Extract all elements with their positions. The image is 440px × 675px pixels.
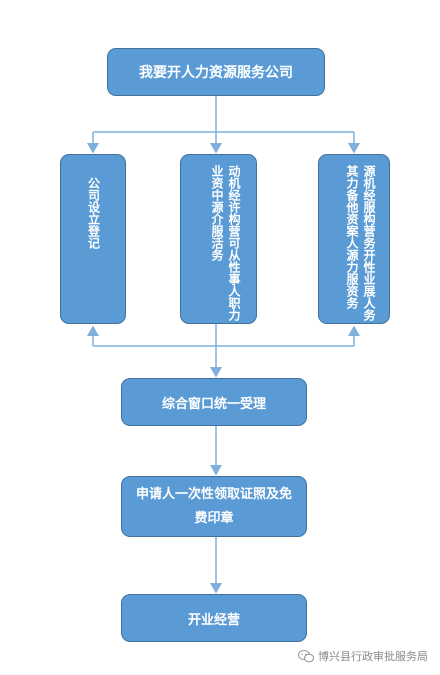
step-start-business-label: 开业经营	[187, 612, 240, 628]
step-filing-other-hr-services-label: 源机经服构营务开性业展人务其力备他资案人源力服资务	[345, 165, 376, 321]
step-company-registration-label: 公司设立登记	[86, 177, 101, 249]
step-open-hr-company-label: 我要开人力资源服务公司	[139, 65, 293, 81]
step-open-hr-company: 我要开人力资源服务公司	[107, 48, 325, 96]
step-filing-other-hr-services: 源机经服构营务开性业展人务其力备他资案人源力服资务	[318, 154, 390, 324]
wechat-icon	[298, 649, 314, 662]
step-license-hr-intermediary-label: 动机经许构营可从性事人职力业资中源介服活务	[210, 165, 241, 321]
step-license-hr-intermediary: 动机经许构营可从性事人职力业资中源介服活务	[180, 154, 257, 324]
step-receive-license-label: 申请人一次性领取证照及免费印章	[135, 486, 292, 526]
step-single-window-label: 综合窗口统一受理	[161, 396, 266, 412]
step-start-business: 开业经营	[121, 594, 307, 642]
step-single-window: 综合窗口统一受理	[121, 378, 307, 426]
step-receive-license: 申请人一次性领取证照及免费印章	[121, 476, 307, 537]
step-company-registration: 公司设立登记	[60, 154, 126, 324]
watermark: 博兴县行政审批服务局	[298, 648, 428, 664]
watermark-text: 博兴县行政审批服务局	[318, 650, 428, 663]
